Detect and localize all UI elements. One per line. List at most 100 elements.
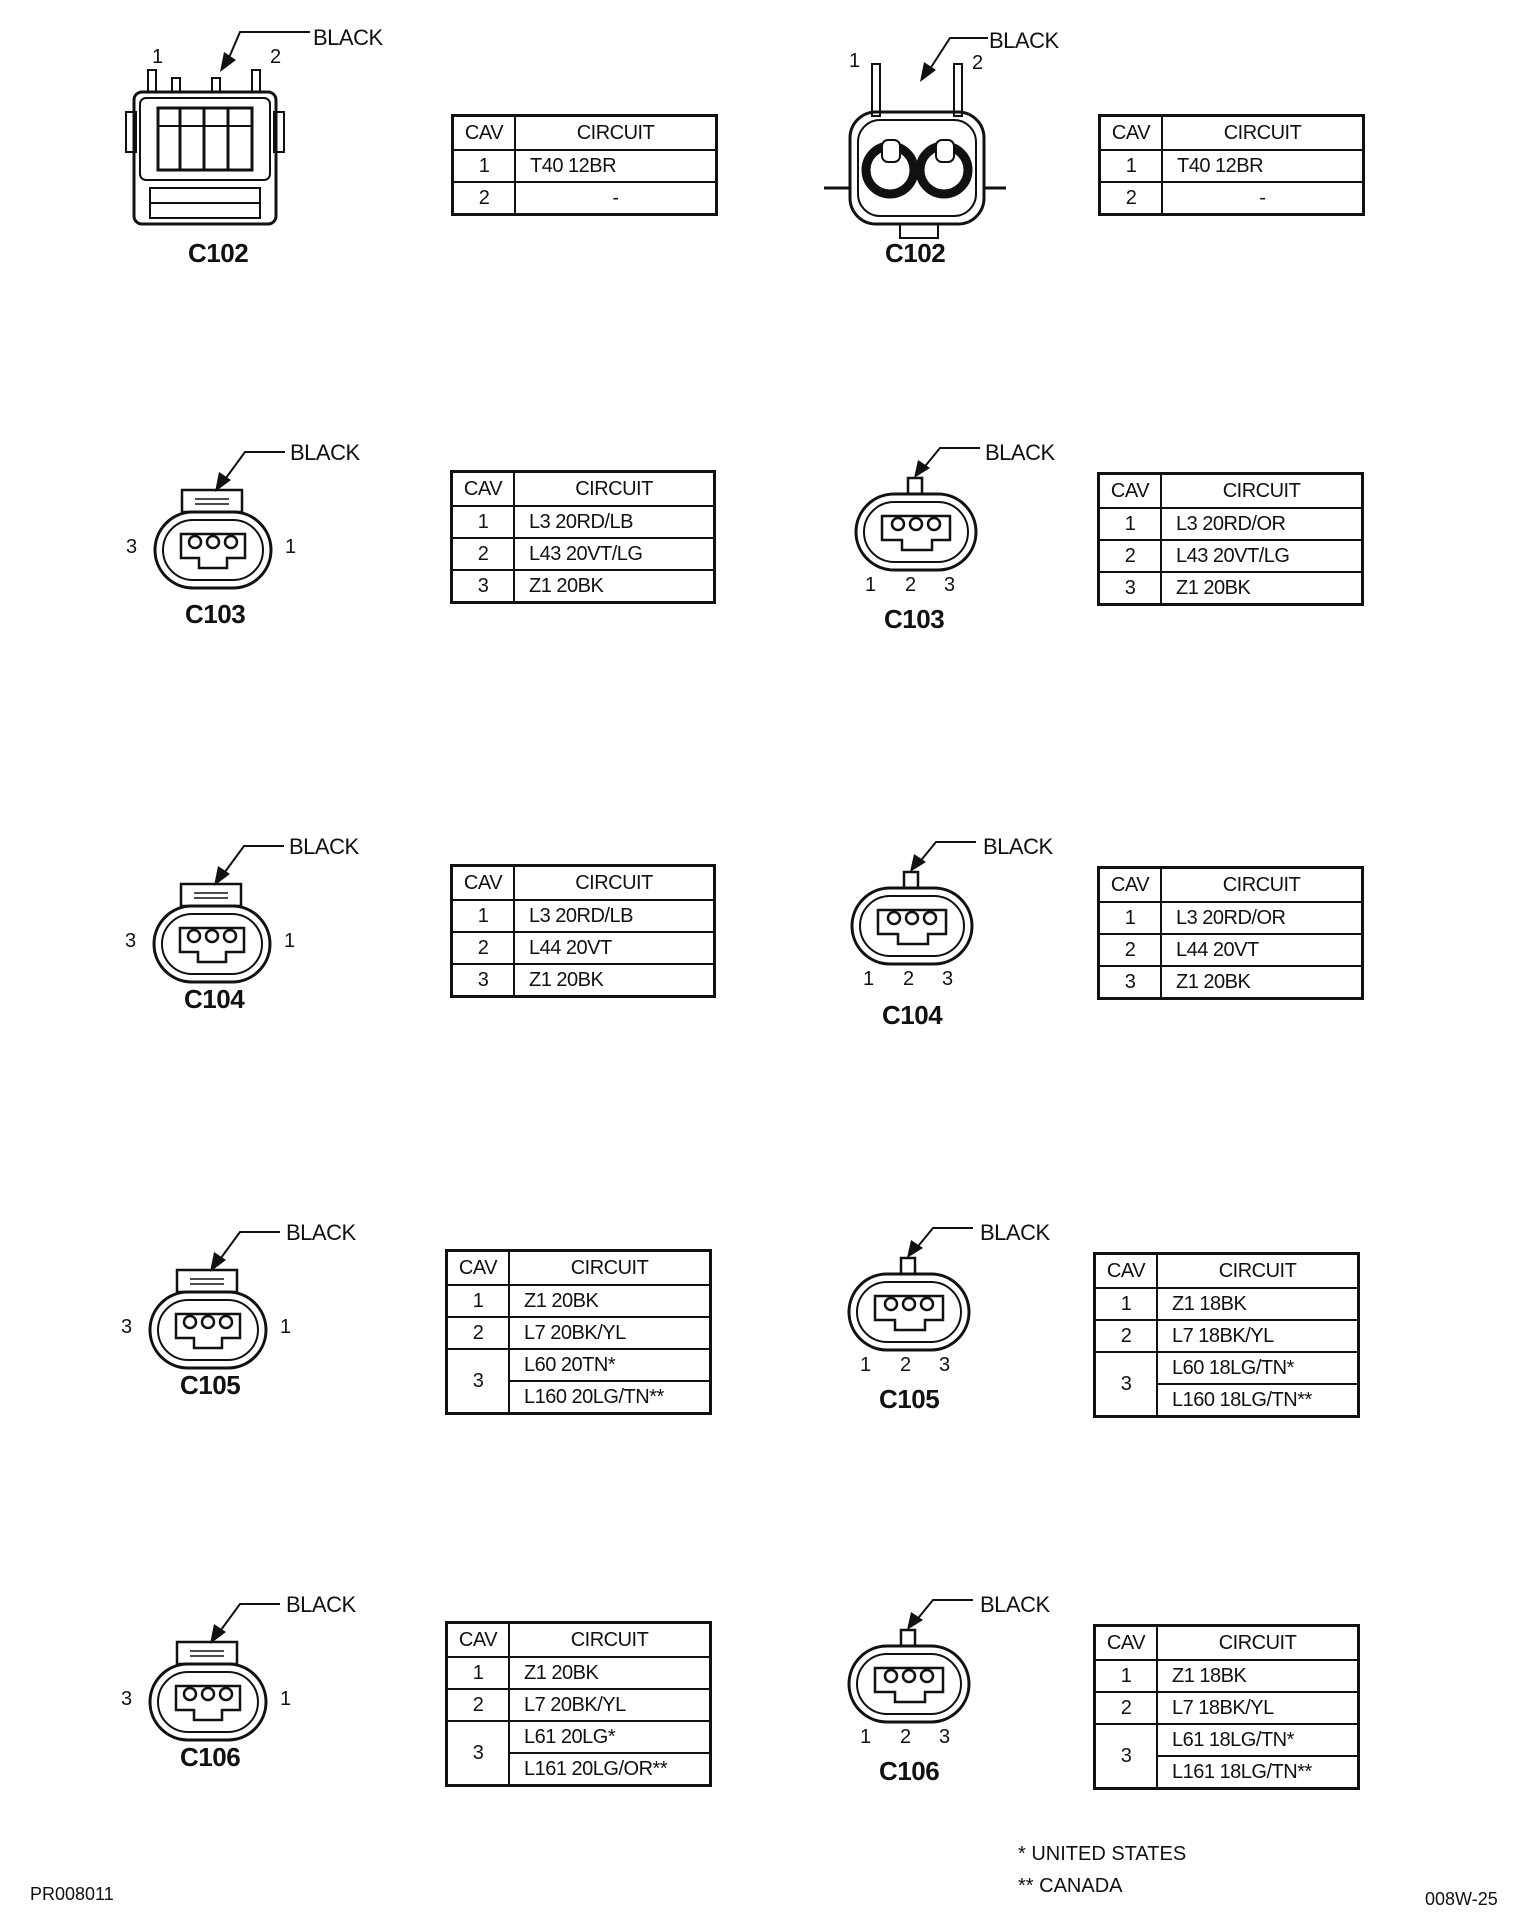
header-circuit: CIRCUIT [514,114,718,151]
circuit-code: L60 18LG/TN* [1156,1351,1360,1385]
circuit-code: L7 18BK/YL [1156,1691,1360,1725]
pin-label: 3 [942,968,954,990]
cav-number: 1 [1093,1287,1158,1321]
circuit-code: L7 18BK/YL [1156,1319,1360,1353]
pin-label: 2 [900,1354,912,1376]
pin-label: 3 [125,930,137,952]
cav-number: 3 [450,963,515,998]
table-row: 2- [1098,181,1365,216]
color-label: BLACK [989,28,1059,53]
circuit-code: L43 20VT/LG [1160,539,1364,573]
circuit-code: L3 20RD/OR [1160,507,1364,541]
cav-number: 1 [445,1284,510,1318]
footnote-canada: ** CANADA [1018,1875,1123,1897]
cav-number: 2 [1097,933,1162,967]
circuit-code: L3 20RD/LB [513,899,716,933]
circuit-code: L161 20LG/OR** [508,1752,712,1787]
color-label: BLACK [985,440,1055,465]
color-label: BLACK [286,1592,356,1617]
pin-label: 3 [121,1688,133,1710]
connector-name: C102 [188,238,249,268]
cav-number: 3 [1093,1351,1158,1418]
pin-label: 3 [939,1726,951,1748]
color-label: BLACK [983,834,1053,859]
connector-housing-icon [120,20,320,230]
connector-housing-icon [846,826,996,976]
figure-code: PR008011 [30,1884,114,1904]
header-circuit: CIRCUIT [1160,866,1364,903]
connector-name: C104 [184,984,245,1014]
cav-number: 3 [1097,965,1162,1000]
circuit-code: L61 20LG* [508,1720,712,1754]
header-cav: CAV [1098,114,1163,151]
circuit-code: L3 20RD/OR [1160,901,1364,935]
cav-number: 2 [445,1688,510,1722]
cav-number: 3 [445,1348,510,1415]
cav-number: 1 [450,505,515,539]
header-cav: CAV [1093,1624,1158,1661]
cav-number: 2 [1093,1691,1158,1725]
cav-number: 1 [1097,507,1162,541]
header-cav: CAV [450,470,515,507]
circuit-code: - [514,181,718,216]
cav-number: 3 [1097,571,1162,606]
connector-housing-icon [850,432,1000,582]
circuit-code: Z1 20BK [508,1284,712,1318]
pin-label: 1 [860,1726,872,1748]
circuit-code: Z1 20BK [513,569,716,604]
cav-number: 2 [1098,181,1163,216]
connector-housing-icon [843,1212,993,1362]
connector-housing-icon [145,430,295,600]
color-label: BLACK [980,1220,1050,1245]
connector-housing-icon [820,20,1010,235]
circuit-code: T40 12BR [514,149,718,183]
circuit-code: L44 20VT [513,931,716,965]
color-label: BLACK [290,440,360,465]
footnote-united-states: * UNITED STATES [1018,1843,1187,1865]
header-circuit: CIRCUIT [508,1621,712,1658]
connector-housing-icon [843,1584,993,1734]
cav-number: 1 [451,149,516,183]
cav-number: 2 [1097,539,1162,573]
pin-label: 2 [972,52,984,74]
header-cav: CAV [1097,472,1162,509]
connector-name: C105 [879,1384,940,1414]
pin-label: 2 [905,574,917,596]
header-circuit: CIRCUIT [1161,114,1365,151]
connector-housing-icon [144,824,294,994]
circuit-code: L160 18LG/TN** [1156,1383,1360,1418]
circuit-code: T40 12BR [1161,149,1365,183]
header-circuit: CIRCUIT [508,1249,712,1286]
connector-name: C106 [879,1756,940,1786]
circuit-code: L7 20BK/YL [508,1316,712,1350]
pin-label: 3 [944,574,956,596]
cav-number: 2 [445,1316,510,1350]
pin-label: 1 [860,1354,872,1376]
cav-number: 3 [445,1720,510,1787]
header-circuit: CIRCUIT [1156,1252,1360,1289]
pin-label: 1 [863,968,875,990]
pin-label: 2 [900,1726,912,1748]
circuit-code: L160 20LG/TN** [508,1380,712,1415]
color-label: BLACK [289,834,359,859]
